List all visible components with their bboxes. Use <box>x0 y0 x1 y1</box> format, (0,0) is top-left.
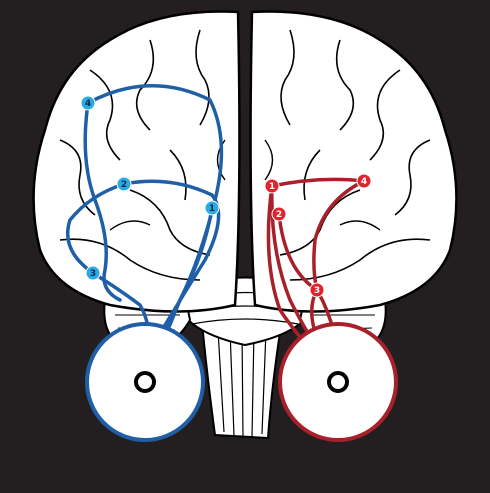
blue-points: 1 2 3 4 <box>80 95 220 281</box>
right-hemisphere <box>249 10 458 313</box>
blue-point-4: 4 <box>80 95 96 111</box>
red-point-2-label: 2 <box>276 210 282 220</box>
right-eye <box>278 322 398 442</box>
red-path-4 <box>270 177 366 188</box>
blue-point-4-label: 4 <box>85 99 91 109</box>
red-point-1: 1 <box>264 178 280 194</box>
blue-point-3: 3 <box>85 265 101 281</box>
blue-path-4-branch <box>83 101 122 302</box>
red-path-4-down <box>312 179 366 292</box>
left-eye <box>85 322 205 442</box>
red-point-3-label: 3 <box>314 286 320 296</box>
blue-point-2: 2 <box>116 176 132 192</box>
red-point-3: 3 <box>309 282 325 298</box>
red-point-2: 2 <box>271 206 287 222</box>
red-point-4-label: 4 <box>361 177 367 187</box>
red-points: 1 2 3 4 <box>264 173 372 298</box>
red-path-2 <box>277 212 319 292</box>
left-hemisphere <box>32 10 241 313</box>
red-point-1-label: 1 <box>269 182 275 192</box>
blue-point-3-label: 3 <box>90 269 96 279</box>
blue-point-1-label: 1 <box>209 204 215 214</box>
blue-point-2-label: 2 <box>121 180 127 190</box>
red-point-4: 4 <box>356 173 372 189</box>
blue-point-1: 1 <box>204 200 220 216</box>
blue-path-2-branch <box>65 182 126 275</box>
